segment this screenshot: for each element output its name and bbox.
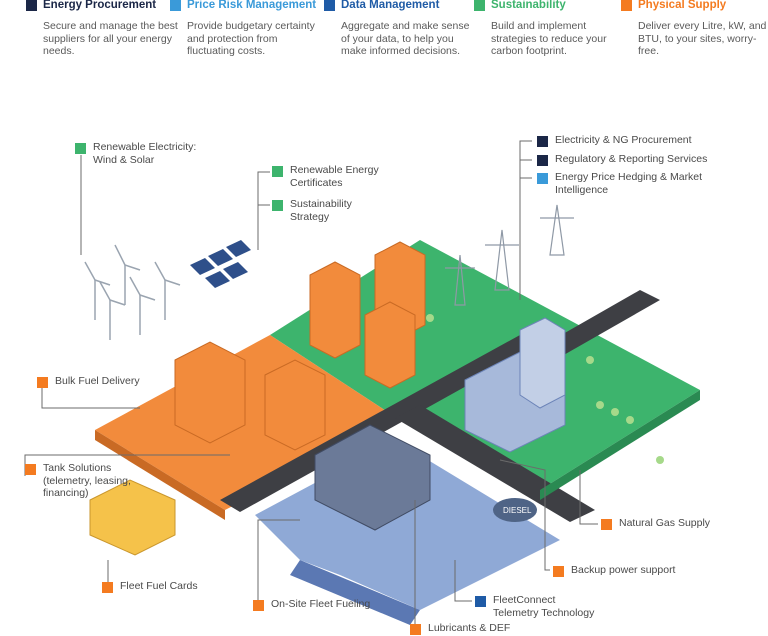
- solar-panels: [190, 240, 251, 288]
- sustainability-marker: [75, 143, 86, 154]
- blue-land-edge: [290, 560, 420, 625]
- diesel-tank: [493, 498, 537, 522]
- category-title: Data Management: [341, 0, 440, 11]
- label-text: Bulk Fuel Delivery: [55, 375, 140, 387]
- physical-supply-marker: [37, 377, 48, 388]
- warehouse: [314, 424, 431, 531]
- label-text: Regulatory & Reporting Services: [555, 153, 708, 165]
- label-text: Natural Gas Supply: [619, 517, 711, 529]
- apartment-buildings: [174, 241, 426, 451]
- sustainability-marker: [272, 200, 283, 211]
- category-description: Secure and manage the best suppliers for…: [43, 20, 178, 57]
- trees: [426, 314, 664, 464]
- main-road: [220, 335, 540, 512]
- label-text: On-Site Fleet Fueling: [271, 598, 371, 610]
- energy-procurement-marker: [537, 155, 548, 166]
- sustainability-marker: [272, 166, 283, 177]
- label-text: FleetConnect Telemetry Technology: [493, 594, 595, 619]
- physical-supply-marker: [253, 600, 264, 611]
- label-text: Tank Solutions (telemetry, leasing, fina…: [43, 462, 131, 499]
- category-description: Build and implement strategies to reduce…: [491, 20, 607, 57]
- wind-turbines: [84, 244, 181, 340]
- category-title: Sustainability: [491, 0, 566, 11]
- physical-supply-marker: [25, 464, 36, 475]
- fuel-station: [89, 479, 176, 556]
- physical-supply-swatch: [621, 0, 632, 11]
- label-text: Electricity & NG Procurement: [555, 134, 692, 146]
- data-management-swatch: [324, 0, 335, 11]
- upper-road: [535, 290, 660, 360]
- sustainability-swatch: [474, 0, 485, 11]
- label-text: Renewable Electricity: Wind & Solar: [93, 141, 197, 166]
- energy-procurement-marker: [537, 136, 548, 147]
- label-text: Fleet Fuel Cards: [120, 580, 198, 592]
- physical-supply-marker: [601, 519, 612, 530]
- label-text: Renewable Energy Certificates: [290, 164, 379, 189]
- physical-supply-marker: [102, 582, 113, 593]
- category-description: Deliver every Litre, kW, and BTU, to you…: [638, 20, 767, 57]
- label-text: Sustainability Strategy: [290, 198, 352, 223]
- price-risk-swatch: [170, 0, 181, 11]
- transmission-towers: [445, 204, 574, 306]
- label-text: Backup power support: [571, 564, 676, 576]
- physical-supply-marker: [410, 624, 421, 635]
- energy-procurement-swatch: [26, 0, 37, 11]
- category-description: Provide budgetary certainty and protecti…: [187, 20, 315, 57]
- orange-edge: [95, 430, 225, 520]
- label-text: Energy Price Hedging & Market Intelligen…: [555, 171, 703, 196]
- category-title: Physical Supply: [638, 0, 727, 11]
- category-title: Energy Procurement: [43, 0, 157, 11]
- category-title: Price Risk Management: [187, 0, 317, 11]
- data-tower: [519, 317, 566, 409]
- price-risk-marker: [537, 173, 548, 184]
- label-text: Lubricants & DEF: [428, 622, 511, 634]
- physical-supply-marker: [553, 566, 564, 577]
- data-management-marker: [475, 596, 486, 607]
- category-description: Aggregate and make sense of your data, t…: [341, 20, 470, 57]
- diesel-tank-label: DIESEL: [503, 506, 532, 515]
